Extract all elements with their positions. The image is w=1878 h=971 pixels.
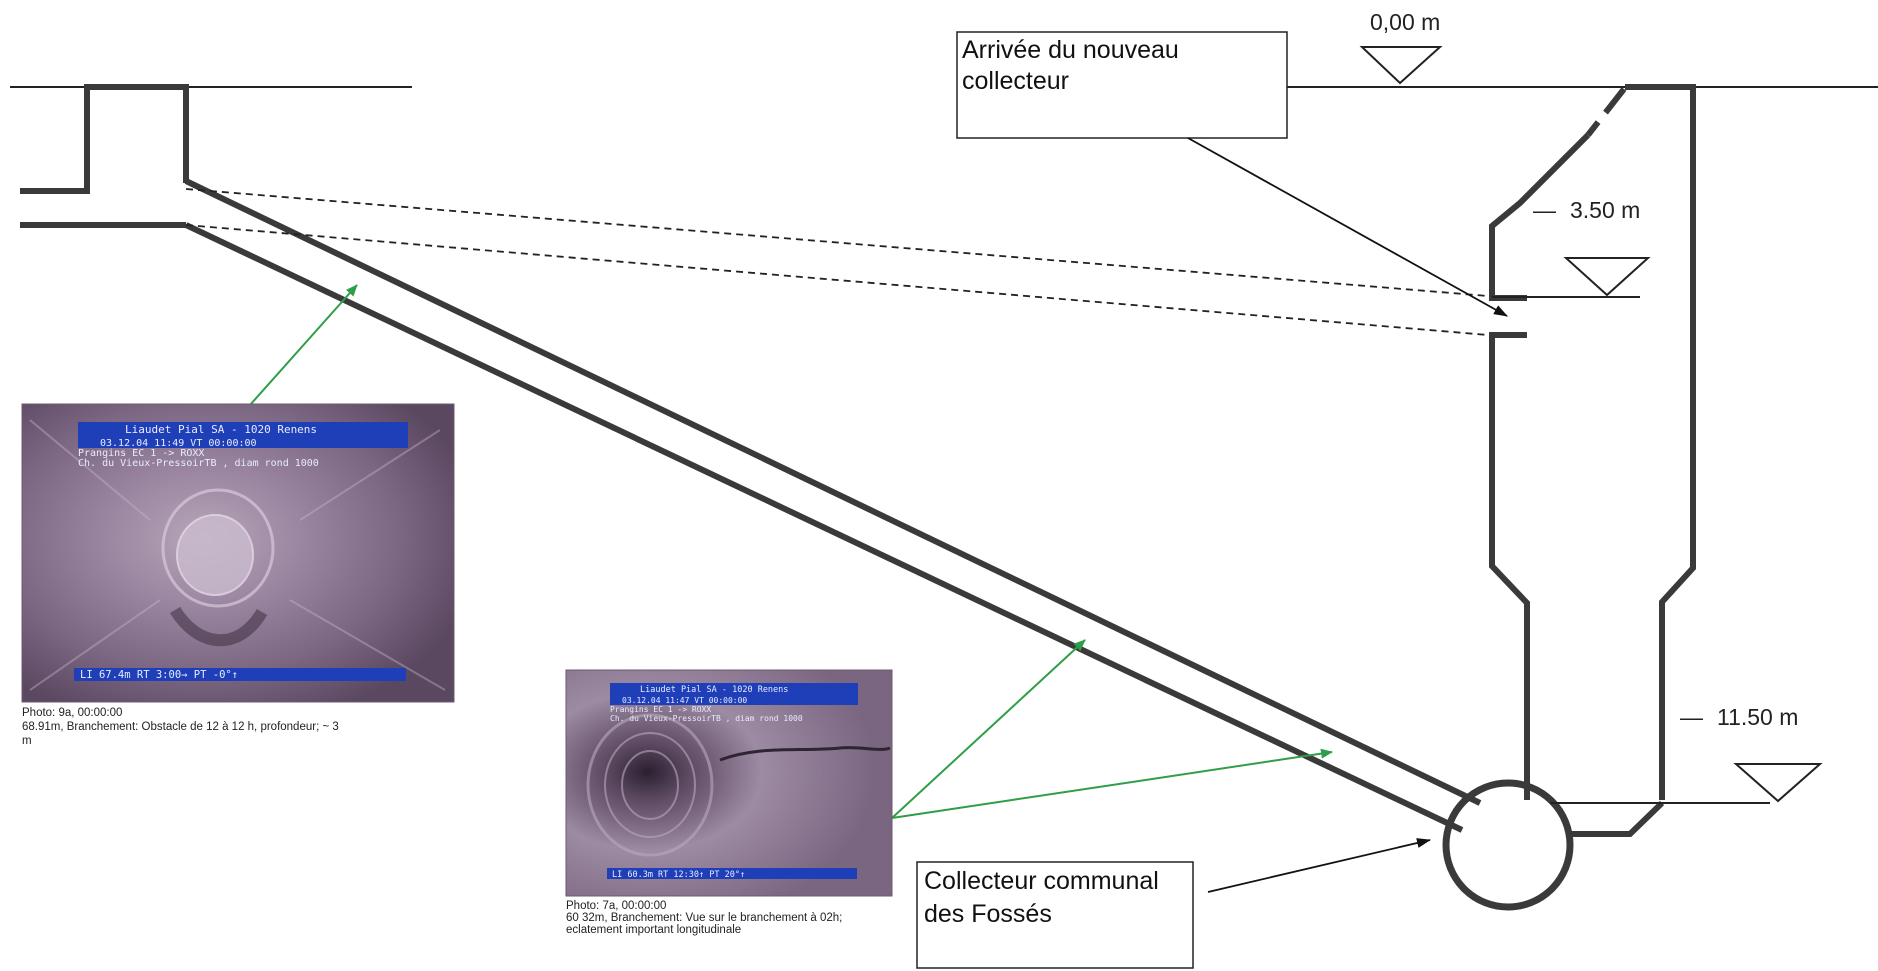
photo-9a-caption-line2: 68.91m, Branchement: Obstacle de 12 à 12… bbox=[22, 721, 339, 733]
level-dash-bottom: — bbox=[1680, 704, 1703, 730]
photo-7a-caption-line2: 60 32m, Branchement: Vue sur le branchem… bbox=[566, 912, 842, 924]
photo-9a-caption-line1: Photo: 9a, 00:00:00 bbox=[22, 707, 122, 719]
photo-9a-osd-line1: Liaudet Pial SA - 1020 Renens bbox=[125, 423, 317, 436]
level-marker-top: 0,00 m bbox=[1359, 9, 1443, 85]
callout-arrival-line2: collecteur bbox=[962, 67, 1069, 95]
leader-photo-7a-b bbox=[891, 748, 1333, 819]
collector-pipe-section bbox=[1442, 779, 1574, 911]
leader-photo-7a-a bbox=[891, 639, 1086, 819]
photo-7a: Liaudet Pial SA - 1020 Renens 03.12.04 1… bbox=[565, 669, 893, 897]
photo-9a-osd-line4: Ch. du Vieux-PressoirTB , diam rond 1000 bbox=[78, 458, 319, 469]
inclined-pipe bbox=[184, 178, 1482, 833]
photo-7a-osd-bottom: LI 60.3m RT 12:30↑ PT 20°↑ bbox=[612, 870, 745, 880]
level-marker-bottom: — 11.50 m bbox=[1550, 704, 1823, 804]
callout-collector: Collecteur communal des Fossés bbox=[916, 838, 1431, 969]
photo-9a-osd-line2: 03.12.04 11:49 VT 00:00:00 bbox=[100, 438, 257, 449]
photo-7a-osd-line2: 03.12.04 11:47 VT 00:00:00 bbox=[622, 696, 747, 705]
photo-7a-osd-line4: Ch. du Vieux-PressoirTB , diam rond 1000 bbox=[610, 714, 803, 723]
photo-9a-osd-line3: Prangins EC 1 -> ROXX bbox=[78, 448, 204, 459]
level-marker-middle: — 3.50 m bbox=[1492, 197, 1651, 298]
left-manhole bbox=[20, 84, 189, 228]
level-dash-middle: — bbox=[1533, 197, 1556, 223]
level-label-top: 0,00 m bbox=[1370, 9, 1440, 35]
callout-collector-line1: Collecteur communal bbox=[924, 867, 1159, 895]
photo-9a-caption-line3: m bbox=[22, 735, 32, 747]
callout-collector-line2: des Fossés bbox=[924, 900, 1052, 928]
right-shaft bbox=[1489, 84, 1696, 837]
photo-leaders bbox=[249, 284, 1333, 819]
callout-arrival-line1: Arrivée du nouveau bbox=[962, 36, 1179, 64]
level-label-middle: 3.50 m bbox=[1570, 197, 1640, 223]
callout-arrival: Arrivée du nouveau collecteur bbox=[956, 31, 1508, 317]
photo-7a-osd-line1: Liaudet Pial SA - 1020 Renens bbox=[640, 685, 788, 695]
leader-photo-9a bbox=[249, 284, 358, 406]
photo-7a-caption-line1: Photo: 7a, 00:00:00 bbox=[566, 900, 666, 912]
photo-7a-caption-line3: eclatement important longitudinale bbox=[566, 924, 741, 936]
photo-9a: Liaudet Pial SA - 1020 Renens 03.12.04 1… bbox=[21, 403, 455, 703]
level-label-bottom: 11.50 m bbox=[1717, 704, 1798, 730]
photo-7a-osd-line3: Prangins EC 1 -> ROXX bbox=[610, 705, 711, 714]
projection-lines bbox=[185, 188, 1489, 336]
photo-9a-osd-bottom: LI 67.4m RT 3:00→ PT -0°↑ bbox=[80, 669, 238, 681]
